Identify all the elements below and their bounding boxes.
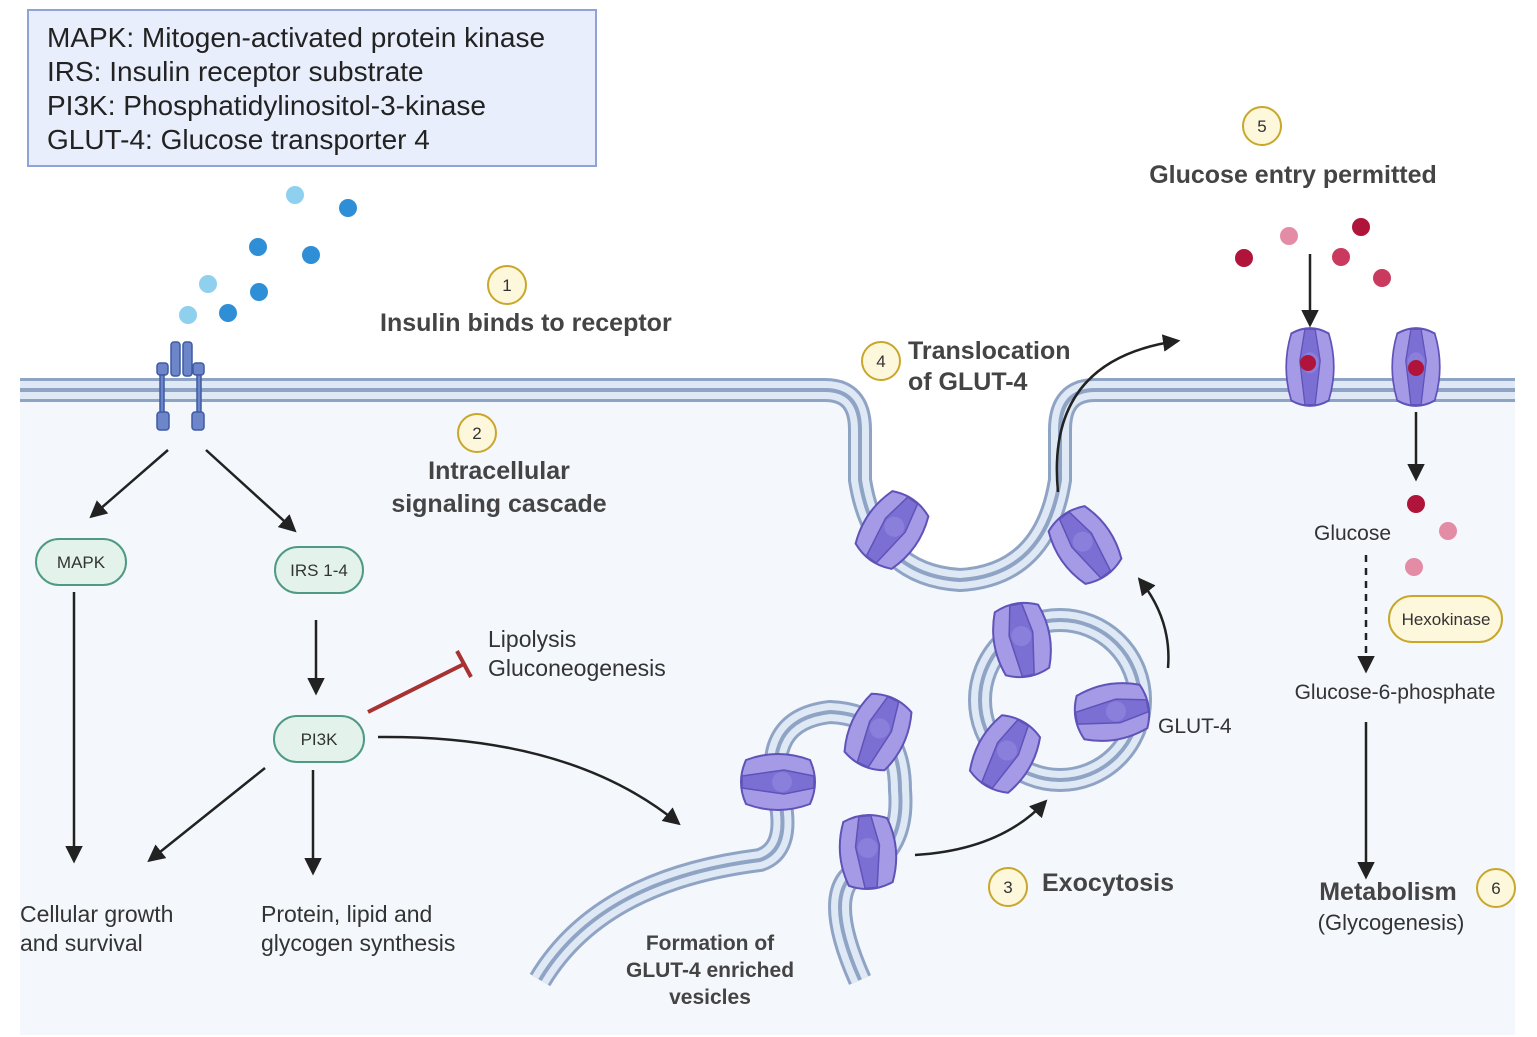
arrow-translocation bbox=[1055, 334, 1181, 493]
step-1-label: Insulin binds to receptor bbox=[380, 309, 672, 337]
label-growth-line1: Cellular growth bbox=[20, 901, 173, 927]
legend-irs: IRS: Insulin receptor substrate bbox=[47, 56, 424, 87]
node-hexokinase: Hexokinase bbox=[1388, 595, 1503, 643]
arrow-receptor-mapk bbox=[89, 449, 169, 519]
svg-text:PI3K: PI3K bbox=[301, 730, 339, 749]
step-6-label: Metabolism bbox=[1319, 878, 1457, 906]
insulin-molecules bbox=[179, 186, 357, 324]
svg-text:2: 2 bbox=[472, 424, 481, 443]
arrow-pi3k-growth bbox=[147, 767, 266, 863]
arrow-pi3k-vesicles bbox=[377, 735, 681, 826]
label-protein-line2: glycogen synthesis bbox=[261, 930, 455, 956]
legend-mapk: MAPK: Mitogen-activated protein kinase bbox=[47, 22, 546, 53]
step-5-label: Glucose entry permitted bbox=[1149, 161, 1437, 189]
label-glut4: GLUT-4 bbox=[1158, 715, 1232, 738]
inhibition-lipolysis bbox=[367, 650, 473, 714]
cytoplasm bbox=[20, 400, 1515, 1035]
step-4-label-line1: Translocation bbox=[908, 337, 1071, 365]
step-6-sublabel: (Glycogenesis) bbox=[1318, 910, 1465, 935]
glucose-molecule bbox=[1300, 355, 1316, 371]
step-3-badge: 3 bbox=[988, 867, 1028, 907]
arrow-receptor-irs bbox=[205, 449, 297, 533]
svg-text:6: 6 bbox=[1491, 879, 1500, 898]
svg-text:3: 3 bbox=[1003, 878, 1012, 897]
svg-text:IRS 1-4: IRS 1-4 bbox=[290, 561, 348, 580]
glut4-transporter bbox=[835, 811, 901, 893]
abbreviation-legend: MAPK: Mitogen-activated protein kinase I… bbox=[27, 9, 597, 167]
insulin-receptor bbox=[156, 341, 205, 431]
step-2-label-line2: signaling cascade bbox=[391, 490, 606, 518]
label-protein-line1: Protein, lipid and bbox=[261, 901, 432, 927]
legend-pi3k: PI3K: Phosphatidylinositol-3-kinase bbox=[47, 90, 486, 121]
label-gluconeogenesis: Gluconeogenesis bbox=[488, 655, 666, 681]
label-glucose: Glucose bbox=[1314, 522, 1391, 545]
step-5-badge: 5 bbox=[1242, 106, 1282, 146]
svg-text:5: 5 bbox=[1257, 117, 1266, 136]
step-1-badge: 1 bbox=[487, 265, 527, 305]
legend-glut4: GLUT-4: Glucose transporter 4 bbox=[47, 124, 430, 155]
node-irs: IRS 1-4 bbox=[274, 546, 364, 594]
label-vesicles-line3: vesicles bbox=[669, 986, 751, 1009]
node-pi3k: PI3K bbox=[273, 715, 365, 763]
glut4-transporter bbox=[740, 753, 816, 811]
svg-text:Hexokinase: Hexokinase bbox=[1402, 610, 1491, 629]
label-vesicles-line2: GLUT-4 enriched bbox=[626, 959, 794, 982]
step-2-label-line1: Intracellular bbox=[428, 457, 570, 485]
node-mapk: MAPK bbox=[35, 538, 127, 586]
label-vesicles-line1: Formation of bbox=[646, 932, 775, 955]
arrow-vesicle-membrane bbox=[1137, 577, 1170, 669]
glucose-molecule bbox=[1408, 360, 1424, 376]
glucose-extracellular bbox=[1235, 218, 1391, 287]
step-4-badge: 4 bbox=[861, 341, 901, 381]
label-growth-line2: and survival bbox=[20, 930, 143, 956]
step-4-label-line2: of GLUT-4 bbox=[908, 368, 1028, 396]
step-3-label: Exocytosis bbox=[1042, 869, 1174, 897]
step-2-badge: 2 bbox=[457, 413, 497, 453]
label-lipolysis: Lipolysis bbox=[488, 626, 576, 652]
svg-text:MAPK: MAPK bbox=[57, 553, 106, 572]
step-6-badge: 6 bbox=[1476, 868, 1516, 908]
svg-text:1: 1 bbox=[502, 276, 511, 295]
arrow-exocytosis bbox=[914, 799, 1048, 857]
svg-text:4: 4 bbox=[876, 352, 885, 371]
label-glucose-6-phosphate: Glucose-6-phosphate bbox=[1295, 681, 1496, 704]
glucose-intracellular bbox=[1405, 495, 1457, 576]
